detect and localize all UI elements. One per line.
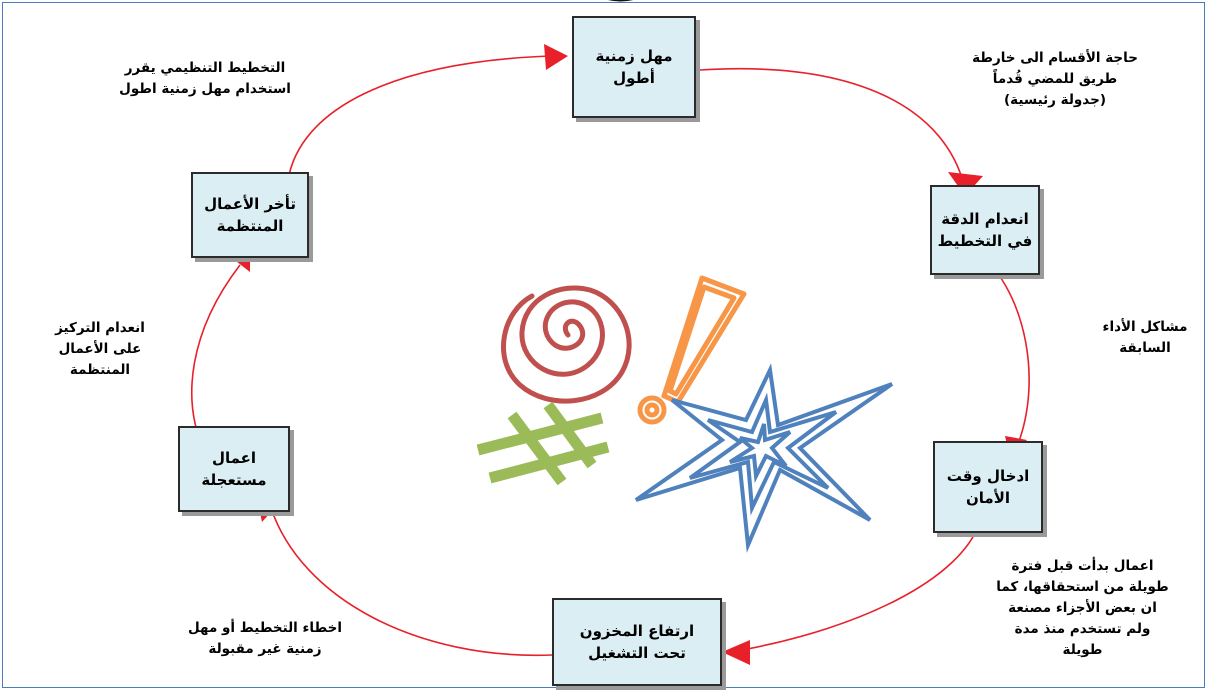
- cycle-arrows: [191, 44, 1030, 665]
- arrow-inaccuracy-to-safety: [987, 261, 1030, 445]
- spiral-icon: [501, 285, 632, 404]
- arrow-urgent-to-delay: [191, 264, 241, 453]
- arrow-wip-to-urgent: [269, 504, 553, 657]
- box-urgent-jobs: اعمال مستعجلة: [178, 426, 290, 512]
- box-planned-jobs-delay: تأخر الأعمال المنتظمة: [191, 172, 309, 258]
- box-planning-inaccuracy-text: انعدام الدقة في التخطيط: [937, 210, 1033, 250]
- arrowhead-leadtimes: [544, 44, 568, 70]
- label-org-planning: التخطيط التنظيمي يقرر استخدام مهل زمنية …: [119, 60, 291, 97]
- box-planning-inaccuracy: انعدام الدقة في التخطيط: [930, 185, 1040, 275]
- box-planned-jobs-delay-text: تأخر الأعمال المنتظمة: [204, 195, 296, 235]
- box-wip-inventory-text: ارتفاع المخزون تحت التشغيل: [579, 622, 695, 662]
- box-longer-lead-times: مهل زمنية أطول: [572, 16, 696, 118]
- label-past-performance: مشاكل الأداء السابقة: [1102, 319, 1188, 356]
- label-planning-errors: اخطاء التخطيط أو مهل زمنية غير مقبولة: [188, 620, 342, 657]
- box-safety-time: ادخال وقت الأمان: [933, 441, 1043, 533]
- box-wip-inventory: ارتفاع المخزون تحت التشغيل: [552, 598, 722, 686]
- arrowhead-wip: [722, 640, 750, 665]
- box-safety-time-text: ادخال وقت الأمان: [946, 467, 1030, 507]
- arrow-delay-to-leadtimes: [287, 55, 551, 181]
- arrowhead-inaccuracy: [948, 172, 983, 196]
- hash-icon: [476, 401, 610, 486]
- exclamation-icon: [637, 275, 747, 425]
- box-longer-lead-times-text: مهل زمنية أطول: [595, 47, 673, 87]
- arrow-safety-to-wip: [741, 521, 981, 651]
- label-early-jobs: اعمال بدأت قبل فترة طويلة من استحقاقها، …: [996, 558, 1169, 658]
- arrow-leadtimes-to-inaccuracy: [699, 67, 963, 179]
- star-burst-icon: [634, 363, 894, 553]
- label-lack-focus: انعدام التركيز على الأعمال المنتظمة: [55, 320, 145, 378]
- box-urgent-jobs-text: اعمال مستعجلة: [201, 449, 267, 489]
- label-master-schedule: حاجة الأقسام الى خارطة طريق للمضي قُدماً…: [972, 50, 1138, 108]
